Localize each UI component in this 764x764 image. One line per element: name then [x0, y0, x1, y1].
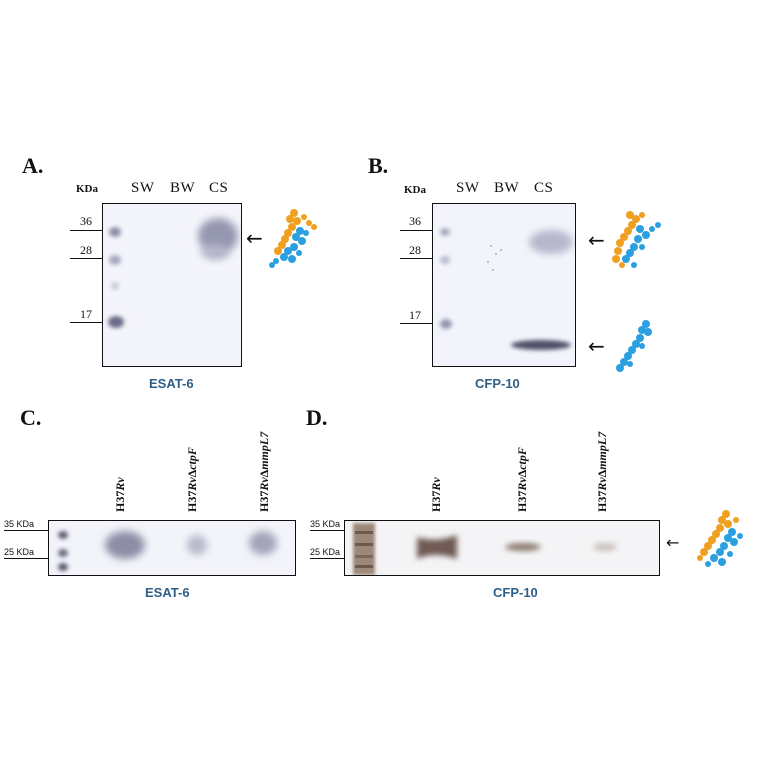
panel-b-ladder — [440, 228, 452, 329]
panel-b-marker-28: 28 — [409, 243, 421, 257]
panel-b-tick-17 — [400, 323, 434, 324]
panel-d-band-wt — [417, 535, 457, 559]
panel-b-caption: CFP-10 — [475, 376, 520, 391]
panel-c-blot — [48, 520, 296, 576]
panel-b-lane-cs: CS — [534, 180, 554, 196]
panel-c-band-mmpl7 — [249, 531, 277, 555]
panel-d-strain-ctpf: H37RvΔctpF — [515, 447, 529, 512]
panel-a-lane-bw: BW — [170, 180, 196, 196]
panel-d-tick-35 — [310, 530, 346, 531]
panel-d-caption: CFP-10 — [493, 585, 538, 600]
panel-b-monomer-structure — [616, 320, 652, 372]
panel-a-dimer-structure — [269, 209, 317, 268]
panel-c-band-wt — [105, 531, 145, 559]
panel-c-strain-ctpf: H37RvΔctpF — [185, 447, 199, 512]
panel-a-lane-cs: CS — [209, 180, 229, 196]
panel-c-letter: C. — [20, 405, 42, 430]
panel-c-band-ctpf — [187, 535, 207, 555]
panel-c-marker-25: 25 KDa — [4, 547, 35, 557]
panel-a-caption: ESAT-6 — [149, 376, 194, 391]
panel-d-ladder — [353, 523, 375, 575]
panel-a-marker-28: 28 — [80, 243, 92, 257]
panel-b-band-cs-dimer — [529, 230, 573, 254]
panel-d-letter: D. — [306, 405, 328, 430]
panel-d-strain-mmpl7: H37RvΔmmpL7 — [595, 431, 609, 512]
panel-a-lane-sw: SW — [131, 180, 155, 196]
panel-a-marker-36: 36 — [80, 214, 92, 228]
panel-b-tick-36 — [400, 230, 434, 231]
panel-a-marker-17: 17 — [80, 307, 92, 321]
panel-d-band-mmpl7 — [593, 543, 617, 551]
panel-c-caption: ESAT-6 — [145, 585, 190, 600]
panel-b-dimer-structure — [612, 211, 661, 268]
panel-c-tick-35 — [4, 530, 48, 531]
panel-a-letter: A. — [22, 153, 44, 178]
panel-d-tick-25 — [310, 558, 346, 559]
panel-c-tick-25 — [4, 558, 48, 559]
panel-d-arrow: ← — [666, 533, 680, 552]
panel-b-arrow-monomer: ← — [588, 334, 605, 358]
panel-c-strain-wt: H37Rv — [113, 477, 127, 512]
panel-b-lane-bw: BW — [494, 180, 520, 196]
panel-c-marker-35: 35 KDa — [4, 519, 35, 529]
panel-b-marker-36: 36 — [409, 214, 421, 228]
panel-a-arrow: ← — [246, 226, 263, 250]
panel-b-lane-sw: SW — [456, 180, 480, 196]
panel-b-arrow-dimer: ← — [588, 228, 605, 252]
panel-d-band-ctpf — [505, 543, 541, 551]
panel-a-band-cs — [198, 218, 238, 254]
panel-b-band-cs-monomer — [511, 340, 571, 350]
panel-b-kda-label: KDa — [404, 184, 426, 196]
panel-d-strain-wt: H37Rv — [429, 477, 443, 512]
panel-d-blot — [344, 520, 660, 576]
panel-a-tick-28 — [70, 258, 104, 259]
panel-b-letter: B. — [368, 153, 389, 178]
panel-b-marker-17: 17 — [409, 308, 421, 322]
panel-a-tick-17 — [70, 322, 104, 323]
panel-a-kda-label: KDa — [76, 183, 98, 195]
panel-d-marker-25: 25 KDa — [310, 547, 341, 557]
panel-d-dimer-structure — [697, 510, 743, 567]
panel-b-blot — [432, 203, 576, 367]
panel-a-tick-36 — [70, 230, 104, 231]
panel-c-strain-mmpl7: H37RvΔmmpL7 — [257, 431, 271, 512]
panel-d-marker-35: 35 KDa — [310, 519, 341, 529]
panel-b-tick-28 — [400, 258, 434, 259]
panel-c-ladder — [58, 531, 68, 571]
panel-a-ladder — [108, 227, 124, 328]
panel-a-blot — [102, 203, 242, 367]
